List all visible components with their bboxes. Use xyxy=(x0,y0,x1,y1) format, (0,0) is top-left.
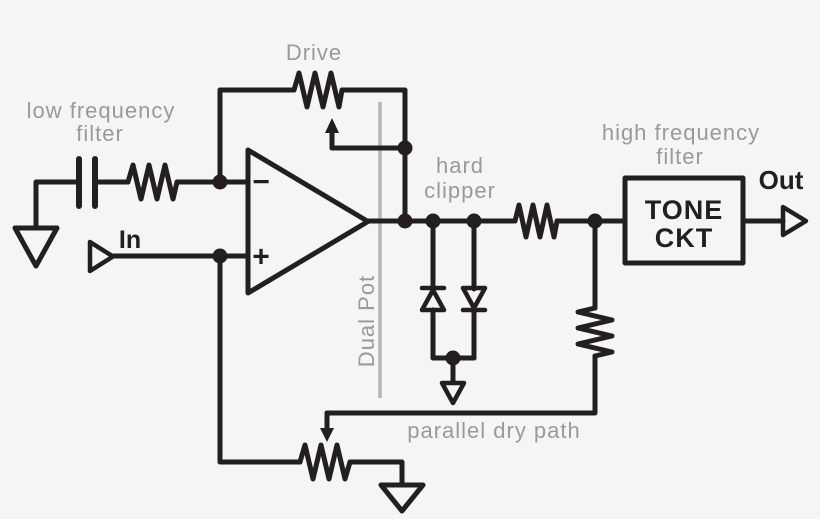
feedback-wire xyxy=(339,87,408,224)
wire xyxy=(217,253,303,465)
section-labels: low frequency filter Drive hard clipper … xyxy=(27,40,760,443)
junction-dot xyxy=(212,174,228,190)
opamp-inverting-input-label: − xyxy=(252,166,270,199)
clipper-series-resistor xyxy=(512,202,560,240)
drive-pot-wiper-arrowhead xyxy=(325,118,339,133)
output-triangle xyxy=(780,204,809,238)
diode-right-triangle xyxy=(460,285,488,311)
out-label: Out xyxy=(759,165,804,195)
hard-clipper-label: clipper xyxy=(424,178,496,203)
tone-ckt-label: TONE xyxy=(645,195,724,225)
in-label: In xyxy=(119,226,141,254)
junction-dot xyxy=(466,213,482,229)
dual-pot-label: Dual Pot xyxy=(354,275,379,367)
drive-label: Drive xyxy=(286,40,342,65)
high-frequency-filter-label: high frequency xyxy=(602,120,760,145)
input-triangle xyxy=(87,239,116,274)
junction-dot xyxy=(425,213,441,229)
junction-dot xyxy=(397,140,413,156)
dry-path-wire xyxy=(324,353,598,416)
input-series-resistor xyxy=(125,162,180,202)
mix-pot-resistor xyxy=(297,442,353,482)
schematic-strokes xyxy=(12,70,809,514)
wire xyxy=(33,179,79,231)
mix-pot-wiper-arrowhead xyxy=(320,428,334,442)
feedback-wire xyxy=(217,87,297,185)
drive-pot-resistor xyxy=(291,70,345,110)
low-frequency-filter-label: low frequency xyxy=(27,98,176,123)
wire xyxy=(347,459,405,488)
schematic-fills xyxy=(212,118,603,442)
signal-labels: In Out TONE CKT − + xyxy=(119,165,804,274)
junction-dot xyxy=(212,248,228,264)
ground-symbol xyxy=(378,482,426,514)
low-frequency-filter-label: filter xyxy=(76,121,124,146)
junction-dot xyxy=(397,213,413,229)
high-frequency-filter-label: filter xyxy=(656,144,704,169)
ground-symbol xyxy=(12,225,60,269)
junction-dot xyxy=(587,213,603,229)
hard-clipper-label: hard xyxy=(436,153,484,178)
dry-path-resistor xyxy=(575,305,615,359)
opamp-triangle xyxy=(245,147,371,296)
parallel-dry-path-label: parallel dry path xyxy=(407,418,581,443)
opamp-non-inverting-input-label: + xyxy=(252,241,270,274)
tone-ckt-label: CKT xyxy=(655,223,714,253)
ground-symbol xyxy=(439,380,467,406)
junction-dot xyxy=(445,350,461,366)
